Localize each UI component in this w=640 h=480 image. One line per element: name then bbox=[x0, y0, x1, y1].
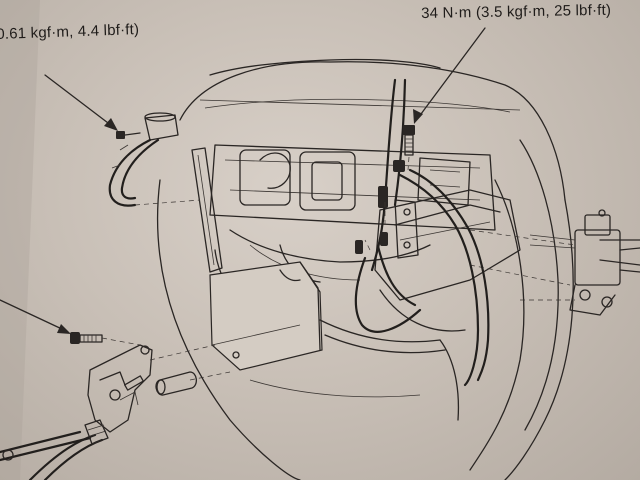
torque-spec-right: 34 N·m (3.5 kgf·m, 25 lbf·ft) bbox=[421, 1, 612, 22]
cable-bracket-plate bbox=[209, 261, 323, 371]
shift-cables bbox=[354, 78, 490, 387]
cable-bracket-bolt bbox=[403, 125, 415, 171]
shift-selector-mechanism bbox=[469, 209, 640, 316]
vehicle-body-outline bbox=[156, 58, 574, 480]
transmission-housing bbox=[374, 189, 521, 332]
cable-ends-lower-left bbox=[0, 419, 109, 480]
leader-arrows bbox=[0, 27, 486, 334]
reservoir-and-hose bbox=[108, 112, 201, 207]
lower-subframe bbox=[249, 319, 460, 421]
page-shadow bbox=[0, 0, 40, 480]
lower-bracket-assembly bbox=[70, 332, 231, 433]
support-stay-bar bbox=[191, 147, 223, 273]
